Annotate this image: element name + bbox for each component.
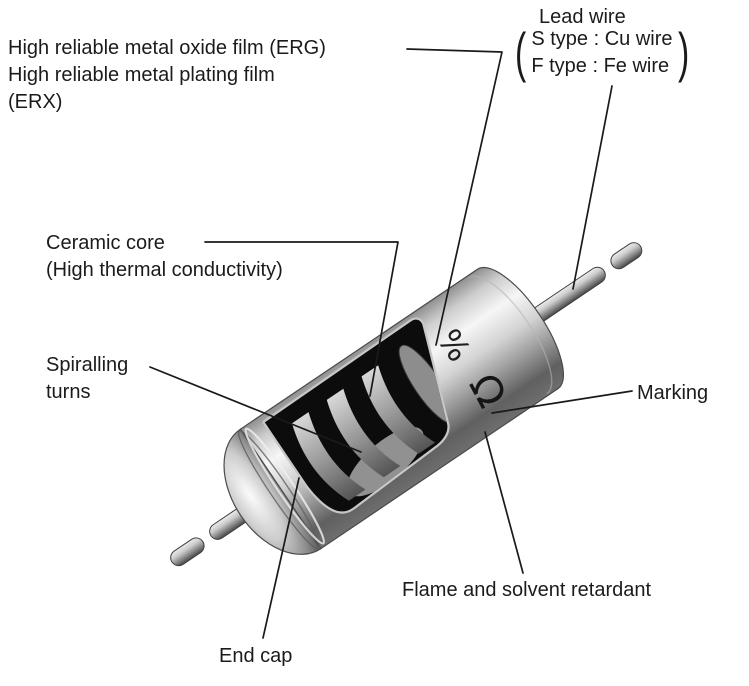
- label-spiralling-line1: Spiralling: [46, 354, 129, 376]
- leader-spiralling-turns: [149, 366, 362, 453]
- body-end-shading: [468, 275, 553, 395]
- label-ceramic-core-line2: (High thermal conductivity): [46, 259, 283, 281]
- label-film-line2: High reliable metal plating film: [8, 64, 275, 86]
- label-lead-wire-types: ( S type : Cu wire F type : Fe wire ): [512, 22, 692, 84]
- leader-film: [406, 48, 503, 346]
- end-cap-seam-dark: [237, 430, 321, 550]
- spiral-turn-3: [361, 365, 436, 454]
- leader-flame-retardant: [484, 431, 524, 574]
- label-ceramic-core-block: Ceramic core (High thermal conductivity): [46, 230, 283, 284]
- leader-lead-wire: [572, 85, 613, 290]
- spiral-turn-1: [291, 412, 366, 501]
- end-cap-dome: [223, 428, 322, 555]
- leader-end-cap: [262, 477, 300, 639]
- label-spiralling-line2: turns: [46, 381, 91, 403]
- end-cap-seam-highlight: [244, 427, 326, 545]
- lead-wire-paren-open: (: [515, 22, 527, 84]
- leader-lines: [149, 48, 633, 639]
- lead-wire-paren-close: ): [677, 22, 689, 84]
- label-flame-retardant: Flame and solvent retardant: [402, 579, 652, 601]
- label-lead-wire-title: Lead wire: [539, 6, 626, 28]
- leader-marking: [491, 390, 633, 414]
- label-lead-wire-f-type: F type : Fe wire: [531, 55, 670, 77]
- label-spiralling-block: Spiralling turns: [46, 352, 128, 406]
- label-ceramic-core-line1: Ceramic core: [46, 232, 165, 254]
- label-film-block: High reliable metal oxide film (ERG) Hig…: [8, 35, 326, 116]
- label-film-line1: High reliable metal oxide film (ERG): [8, 37, 326, 59]
- label-film-line3: (ERX): [8, 91, 63, 113]
- spiral-turn-2: [326, 388, 401, 478]
- lead-wire-right: [527, 242, 643, 326]
- label-end-cap: End cap: [219, 645, 293, 667]
- leader-ceramic-core: [204, 241, 399, 397]
- label-marking: Marking: [637, 382, 709, 404]
- resistor-illustration: % Ω: [170, 242, 643, 567]
- label-lead-wire-s-type: S type : Cu wire: [531, 28, 673, 50]
